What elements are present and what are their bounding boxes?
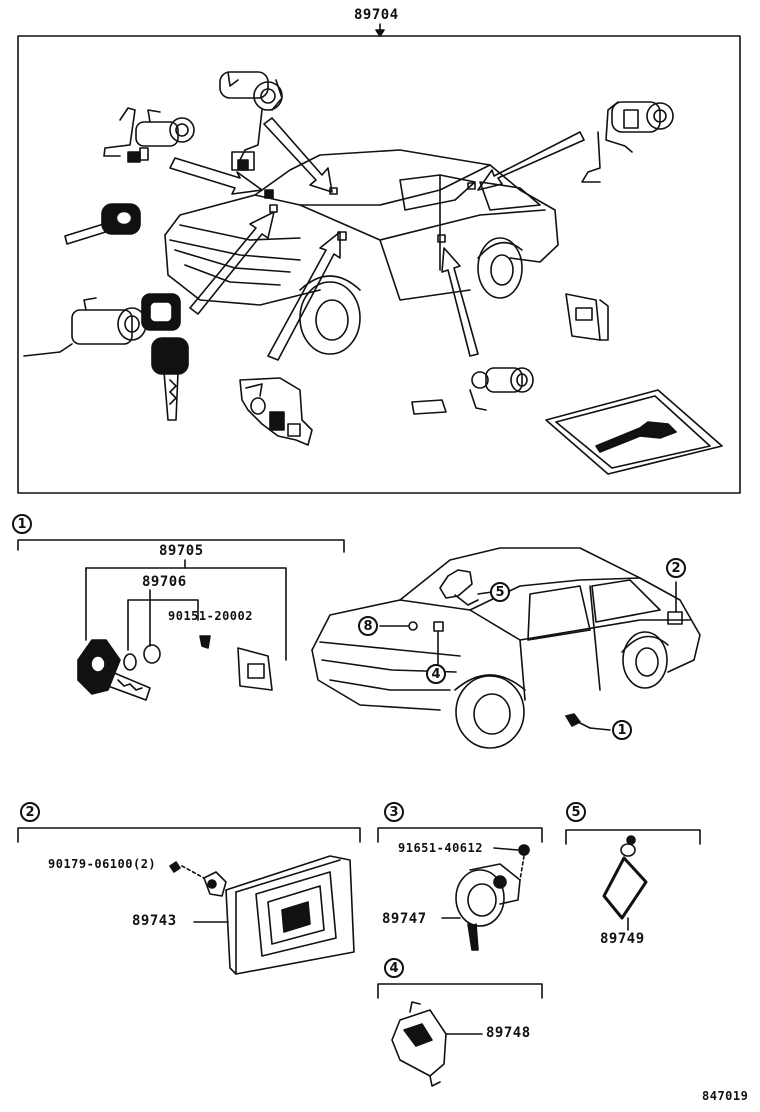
section-5-marker: 5 (566, 802, 586, 822)
section-2-group-lines (18, 828, 360, 842)
section-1-marker: 1 (12, 514, 32, 534)
top-group-part-number: 89704 (354, 7, 399, 23)
top-door-lock-left (104, 108, 194, 162)
section-5-group-lines (566, 830, 700, 844)
part-89749-label: 89749 (600, 931, 645, 947)
top-small-module (566, 294, 608, 340)
top-lock-with-wire (24, 294, 188, 420)
figure-code: 847019 (702, 1089, 749, 1103)
part-89747-label: 89747 (382, 911, 427, 927)
section-3-marker: 3 (384, 802, 404, 822)
section-3-group-lines (378, 828, 542, 842)
top-key-pouch (546, 390, 722, 474)
part-89748-label: 89748 (486, 1025, 531, 1041)
top-ignition-cylinder (220, 72, 282, 170)
section-2-marker: 2 (20, 802, 40, 822)
section-1-car-illustration (312, 548, 700, 748)
section-4-group-lines (378, 984, 542, 998)
section-5-key-tag (604, 836, 646, 930)
top-car-illustration (165, 150, 558, 354)
part-89743-label: 89743 (132, 913, 177, 929)
top-key-left (65, 204, 140, 244)
top-frame (18, 24, 740, 493)
top-door-lock-right (582, 102, 673, 182)
section-3-ignition-switch (442, 845, 529, 950)
section-4-marker: 4 (384, 958, 404, 978)
car-callout-4: 4 (426, 664, 446, 684)
section-1-group-lines (18, 540, 344, 660)
part-89705-label: 89705 (159, 543, 204, 559)
car-callout-8: 8 (358, 616, 378, 636)
top-pointer-arrows (170, 118, 584, 360)
car-callout-5: 5 (490, 582, 510, 602)
top-hood-lock (240, 378, 312, 445)
car-callout-1: 1 (612, 720, 632, 740)
part-91651-40612-label: 91651-40612 (398, 841, 483, 855)
part-89706-label: 89706 (142, 574, 187, 590)
section-1-key (78, 636, 272, 700)
car-callout-2: 2 (666, 558, 686, 578)
part-90151-20002-label: 90151-20002 (168, 609, 253, 623)
section-2-computer-module (170, 856, 354, 974)
part-90179-06100-label: 90179-06100(2) (48, 857, 157, 871)
section-4-switch (392, 1002, 482, 1086)
top-trunk-lock (412, 368, 533, 414)
